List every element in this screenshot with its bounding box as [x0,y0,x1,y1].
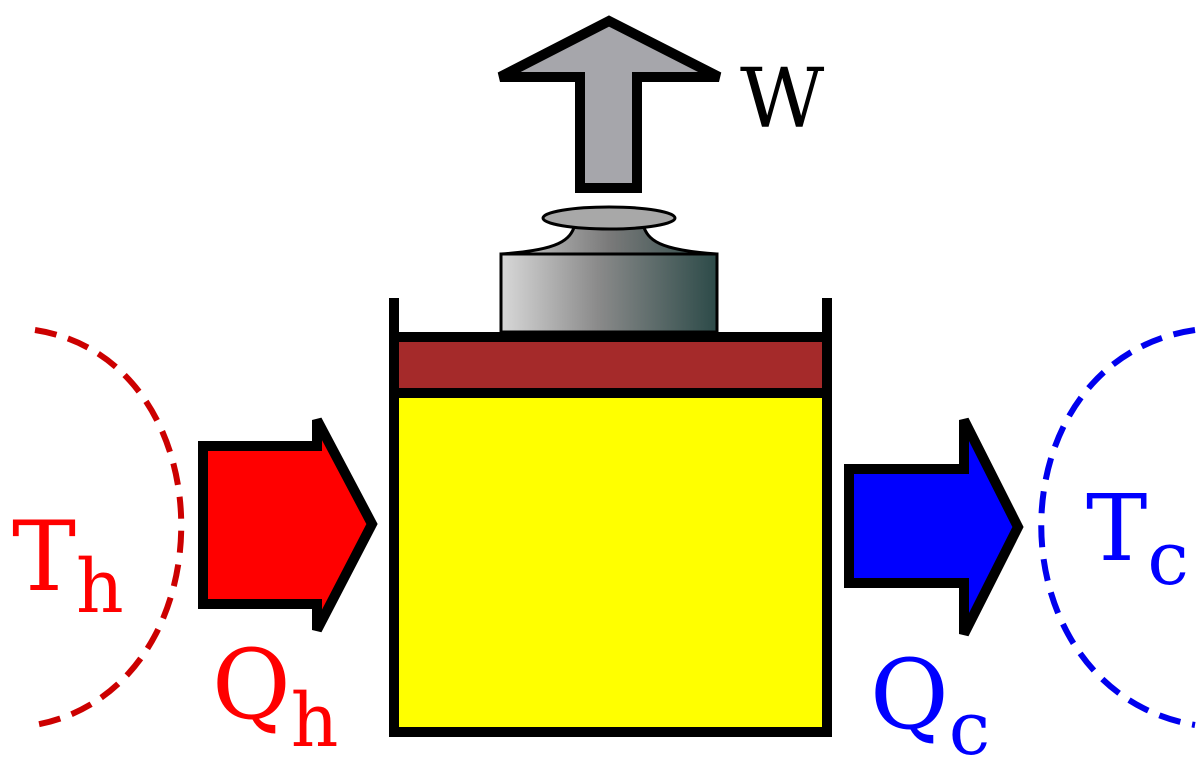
cold-temperature-label: Tc [1086,475,1189,602]
weight-base [499,252,719,334]
hot-reservoir-boundary [34,327,185,728]
weight [499,205,719,334]
work-label: W [740,52,825,147]
heat-in-arrow [198,417,378,633]
weight-knob [541,205,677,231]
heat-in-label: Qh [212,629,338,764]
work-arrow [497,15,722,193]
heat-out-label: Qc [870,639,990,772]
gas-chamber [389,388,832,737]
piston [389,332,832,398]
hot-temperature-label: Th [12,501,124,630]
cold-reservoir-boundary [1038,327,1196,728]
heat-out-arrow [844,417,1024,637]
